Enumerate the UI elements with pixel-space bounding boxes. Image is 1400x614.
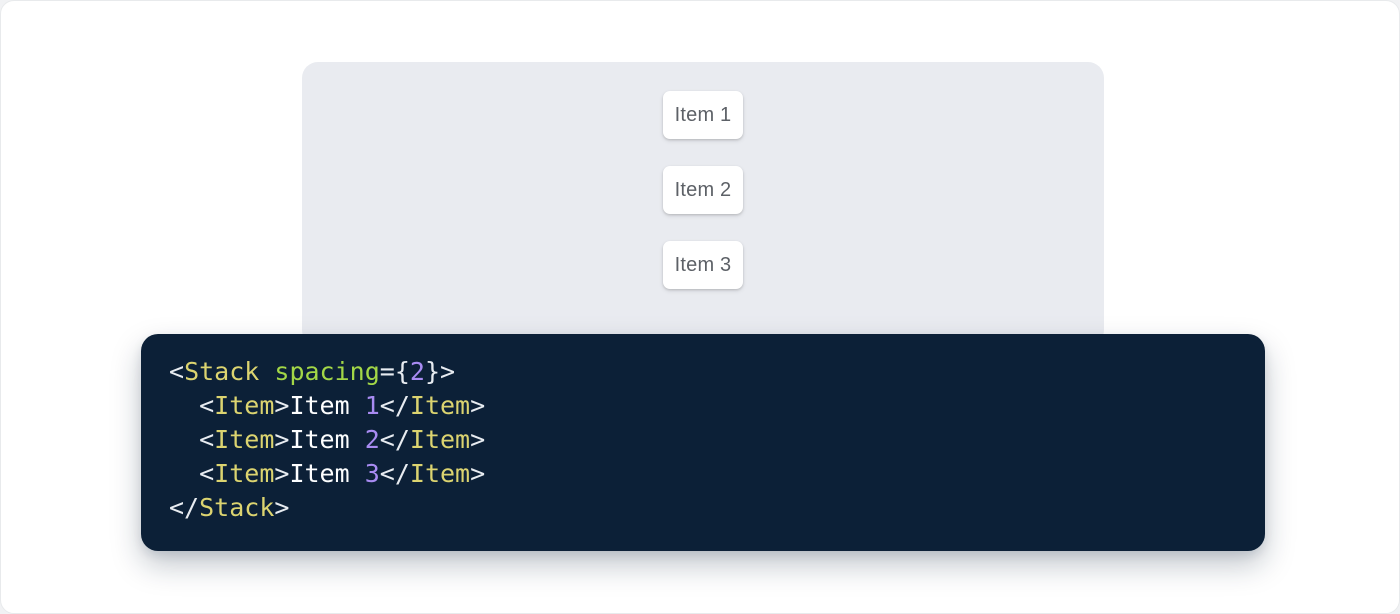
- stack-item-card: Item 1: [663, 91, 743, 139]
- code-line: <Item>Item 2</Item>: [199, 425, 486, 454]
- stack-item-card: Item 3: [663, 241, 743, 289]
- stack-item-card: Item 2: [663, 166, 743, 214]
- stack-item-label: Item 3: [674, 254, 732, 276]
- stack-demo-panel: Item 1 Item 2 Item 3: [302, 62, 1104, 346]
- code-line: <Item>Item 3</Item>: [199, 459, 486, 488]
- code-line: </Stack>: [169, 493, 290, 522]
- code-block: <Stack spacing={2}> <Item>Item 1</Item> …: [141, 334, 1265, 551]
- stack-item-label: Item 2: [674, 179, 732, 201]
- code-line: <Stack spacing={2}>: [169, 357, 456, 386]
- code-line: <Item>Item 1</Item>: [199, 391, 486, 420]
- code-snippet: <Stack spacing={2}> <Item>Item 1</Item> …: [169, 355, 1237, 525]
- stack-item-label: Item 1: [674, 104, 732, 126]
